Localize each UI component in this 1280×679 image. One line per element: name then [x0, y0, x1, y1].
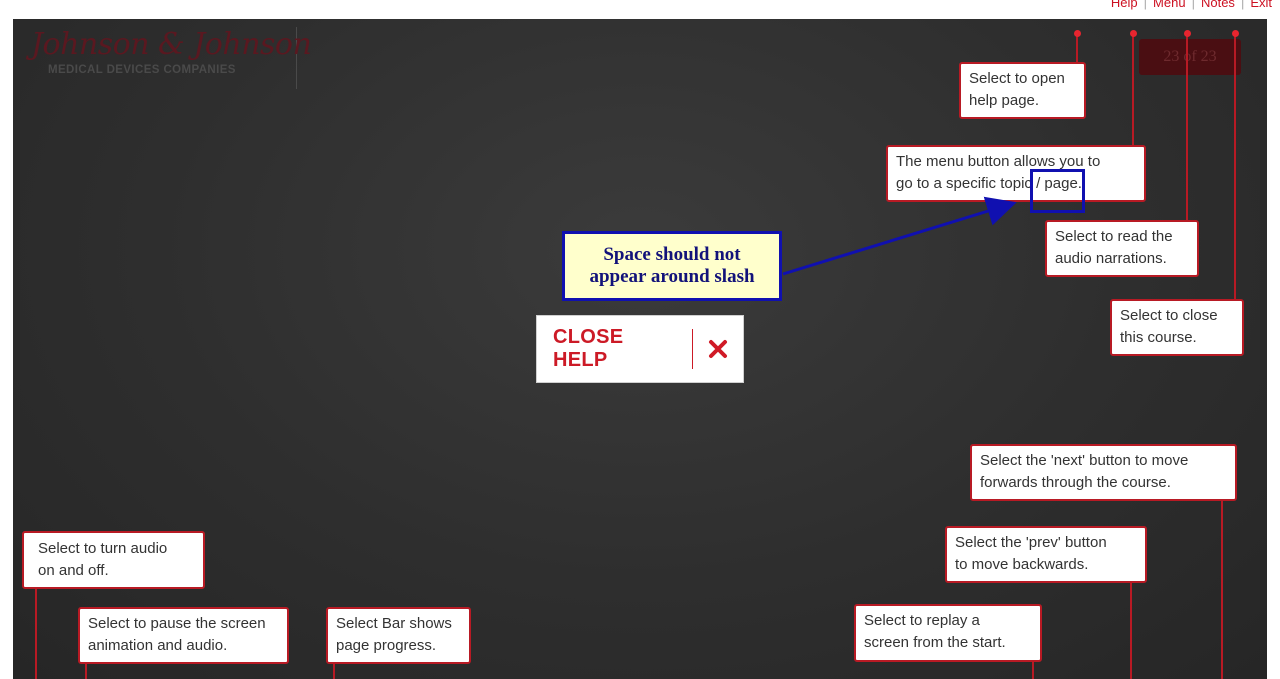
page-counter: 23 of 23 [1139, 39, 1241, 75]
callout-line: Select to read the [1055, 228, 1173, 245]
callout-line: forwards through the course. [980, 474, 1171, 491]
exit-connector [1234, 33, 1236, 301]
notes-connector [1186, 33, 1188, 221]
help-callout: Select to open help page. [959, 62, 1086, 119]
callout-line: help page. [969, 92, 1040, 109]
callout-line: go to a specific topic / page. [896, 175, 1082, 192]
prev-callout: Select the 'prev' button to move backwar… [945, 526, 1147, 583]
next-connector [1221, 499, 1223, 679]
close-help-label: CLOSE HELP [553, 326, 624, 371]
exit-link[interactable]: Exit [1250, 0, 1272, 10]
exit-callout: Select to close this course. [1110, 299, 1244, 356]
callout-line: page progress. [336, 637, 437, 654]
callout-line: Select to close [1120, 307, 1218, 324]
course-stage: Johnson & Johnson MEDICAL DEVICES COMPAN… [13, 19, 1267, 679]
notes-dot [1184, 30, 1191, 37]
close-x-icon[interactable] [693, 339, 743, 359]
logo-subtitle: MEDICAL DEVICES COMPANIES [48, 64, 236, 76]
notes-link[interactable]: Notes [1200, 0, 1235, 10]
callout-line: audio narrations. [1055, 250, 1167, 267]
callout-line: Select to pause the screen [88, 615, 266, 632]
callout-line: screen from the start. [864, 634, 1006, 651]
next-callout: Select the 'next' button to move forward… [970, 444, 1237, 501]
company-logo: Johnson & Johnson MEDICAL DEVICES COMPAN… [31, 27, 312, 89]
pause-connector [85, 663, 87, 679]
close-help-button[interactable]: CLOSE HELP [536, 315, 744, 383]
page-margin [1267, 19, 1280, 679]
replay-connector [1032, 661, 1034, 679]
callout-line: animation and audio. [88, 637, 228, 654]
callout-line: The menu button allows you to [896, 153, 1101, 170]
callout-line: Select to open [969, 70, 1065, 87]
callout-line: on and off. [38, 562, 109, 579]
audio-callout: Select to turn audio on and off. [22, 531, 205, 589]
exit-dot [1232, 30, 1239, 37]
separator: | [1240, 0, 1245, 10]
separator: | [1143, 0, 1148, 10]
replay-callout: Select to replay a screen from the start… [854, 604, 1042, 662]
callout-line: Select to turn audio [38, 540, 168, 557]
bar-connector [333, 663, 335, 679]
callout-line: Select Bar shows [336, 615, 452, 632]
callout-line: Select to replay a [864, 612, 980, 629]
separator: | [1191, 0, 1195, 10]
callout-line: to move backwards. [955, 556, 1089, 573]
menu-connector [1132, 33, 1134, 147]
close-help-divider [692, 329, 694, 369]
callout-line: Select the 'next' button to move [980, 452, 1189, 469]
menu-dot [1130, 30, 1137, 37]
notes-callout: Select to read the audio narrations. [1045, 220, 1199, 277]
annotation-note: Space should not appear around slash [562, 231, 782, 301]
menu-callout: The menu button allows you to go to a sp… [886, 145, 1146, 202]
audio-connector [35, 587, 37, 679]
callout-line: Select the 'prev' button [955, 534, 1107, 551]
menu-link[interactable]: Menu [1153, 0, 1186, 10]
help-dot [1074, 30, 1081, 37]
callout-line: this course. [1120, 329, 1197, 346]
annotation-line: appear around slash [589, 266, 755, 287]
annotation-line: Space should not [603, 244, 741, 265]
annotation-highlight [1030, 169, 1085, 213]
logo-wordmark: Johnson & Johnson [31, 27, 312, 62]
help-connector [1076, 33, 1078, 63]
help-link[interactable]: Help [1110, 0, 1138, 10]
pause-callout: Select to pause the screen animation and… [78, 607, 289, 664]
prev-connector [1130, 581, 1132, 679]
bar-callout: Select Bar shows page progress. [326, 607, 471, 664]
top-nav-links: Help | Menu | Notes | Exit [1111, 0, 1272, 10]
